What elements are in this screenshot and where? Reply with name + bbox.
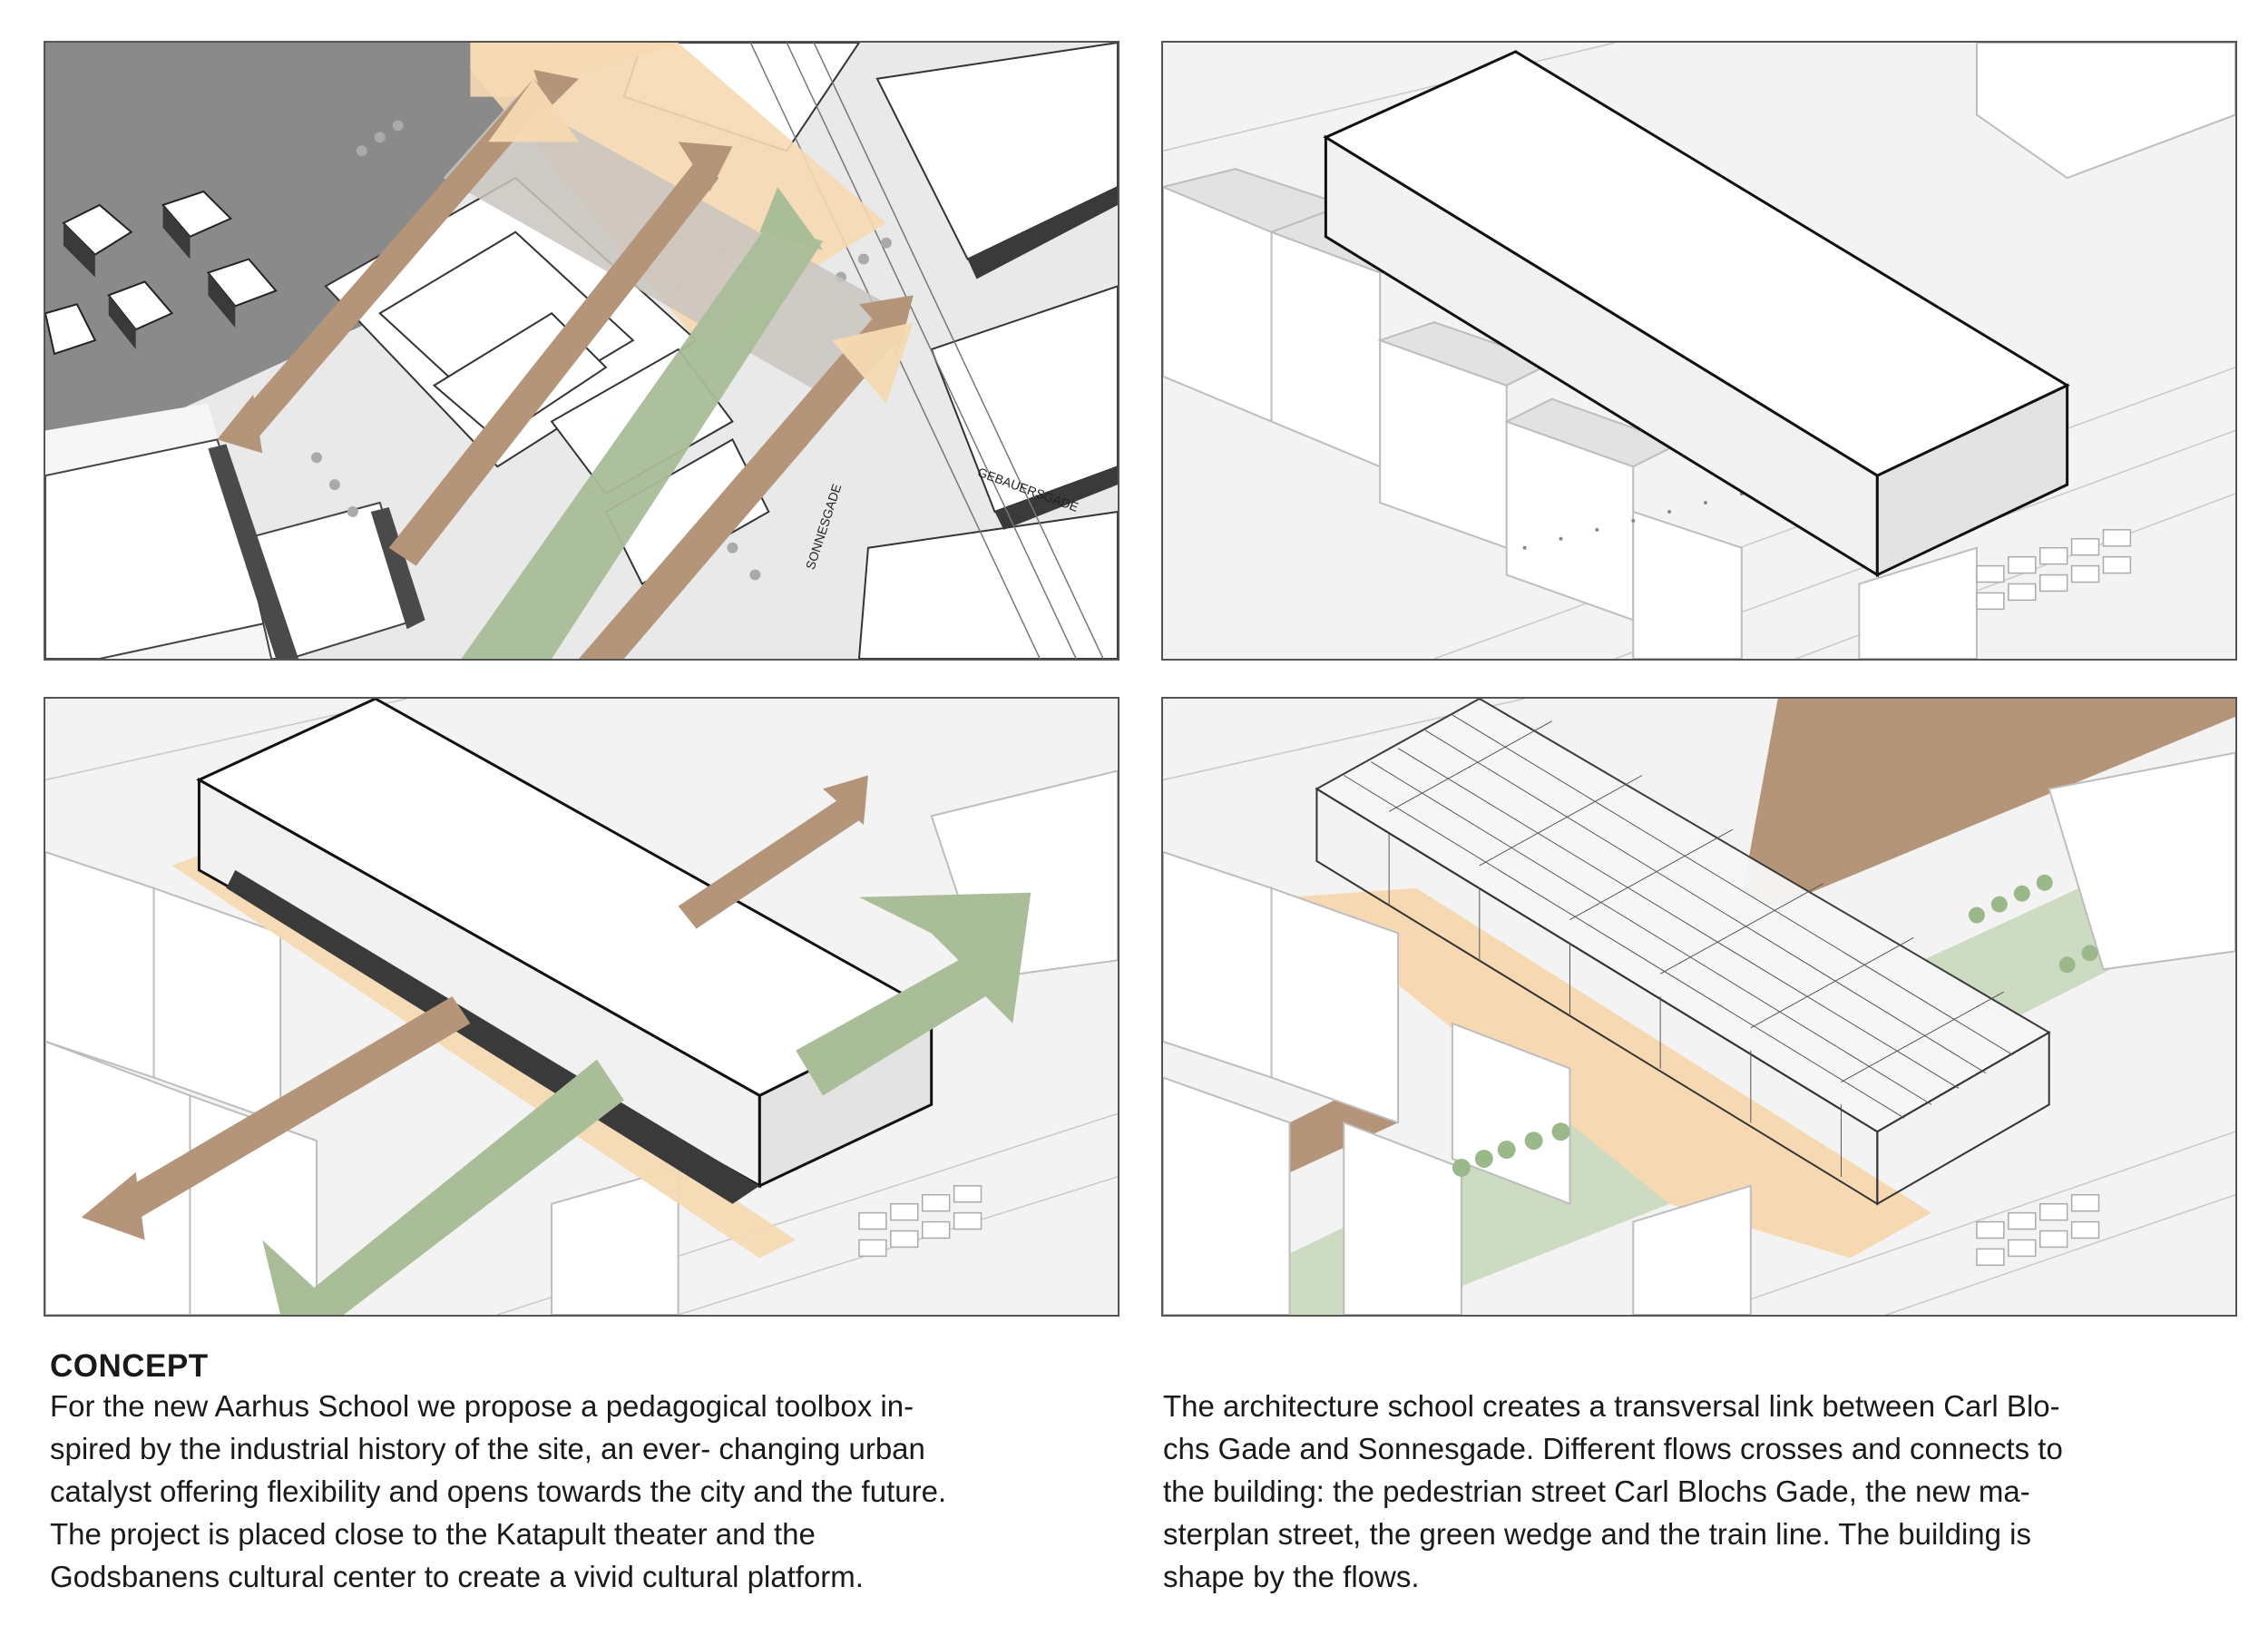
right-line: The architecture school creates a transv… [1163, 1389, 2060, 1423]
right-line: chs Gade and Sonnesgade. Different flows… [1163, 1432, 2063, 1465]
massing-volume-drawing [1163, 43, 2235, 659]
site-plan-drawing: GEBAUERSGADE SONNESGADE [45, 43, 1118, 659]
massing-volume-panel [1161, 41, 2237, 661]
left-line: catalyst offering flexibility and opens … [50, 1474, 947, 1508]
concept-paragraph-left: For the new Aarhus School we propose a p… [50, 1385, 1120, 1598]
final-building-panel [1161, 697, 2237, 1317]
left-line: Godsbanens cultural center to create a v… [50, 1560, 864, 1593]
final-building-drawing [1163, 699, 2235, 1315]
concept-title: CONCEPT [50, 1348, 209, 1384]
right-line: shape by the flows. [1163, 1560, 1420, 1593]
volume-flows-drawing [45, 699, 1118, 1315]
right-line: sterplan street, the green wedge and the… [1163, 1517, 2031, 1551]
left-line: The project is placed close to the Katap… [50, 1517, 816, 1551]
left-line: spired by the industrial history of the … [50, 1432, 925, 1465]
right-line: the building: the pedestrian street Carl… [1163, 1474, 2030, 1508]
concept-paragraph-right: The architecture school creates a transv… [1163, 1385, 2234, 1598]
left-line: For the new Aarhus School we propose a p… [50, 1389, 914, 1423]
site-plan-flows-panel: GEBAUERSGADE SONNESGADE [44, 41, 1119, 661]
volume-shaped-by-flows-panel [44, 697, 1119, 1317]
